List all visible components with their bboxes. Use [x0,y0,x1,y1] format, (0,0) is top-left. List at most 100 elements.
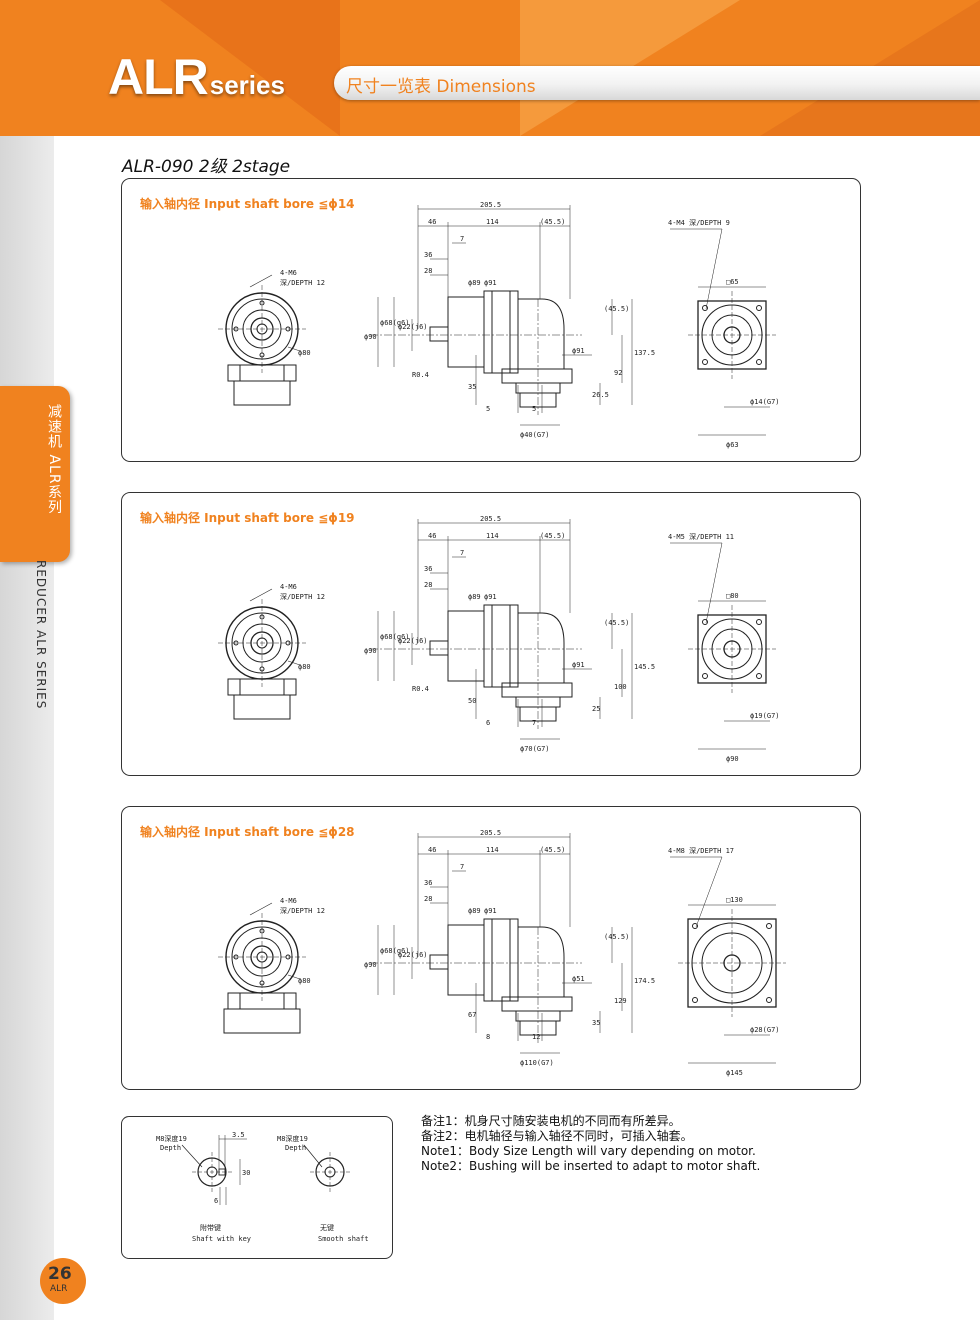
dim-v-92: 92 [614,369,622,377]
page-number-circle [40,1258,86,1304]
dim-low-4: 25 [592,705,600,713]
dim-28: 28 [424,267,432,275]
drawing-panel-19: 输入轴内径 Input shaft bore ≦ϕ19 [121,492,861,776]
series-logo: ALRseries [108,52,285,102]
dim-v-45-5: (45.5) [604,619,629,627]
dim-total-length: 205.5 [480,201,501,209]
banner-title: 尺寸一览表 Dimensions [346,77,536,97]
front-callout: 4-M6 [280,897,297,905]
notes: 备注1：机身尺寸随安装电机的不同而有所差异。 备注2：电机轴径与输入轴径不同时，… [421,1114,760,1174]
dimension-lines [377,833,633,1054]
note-line: 备注2：电机轴径与输入轴径不同时，可插入轴套。 [421,1129,693,1143]
dim-7: 7 [460,549,464,557]
dim-low-3: 12 [532,1033,540,1041]
gearbox-drawing: 4-M6 深/DEPTH 12 ϕ80 205.5 46 114 (45.5) … [218,515,780,763]
shaft-options-box: M8深度19 Depth 3.5 30 6 附带键 Shaft with key… [121,1116,393,1259]
dim-v-height: 137.5 [634,349,655,357]
dim-45-5: (45.5) [540,218,565,226]
key-dim-depth: 6 [214,1197,218,1205]
end-view [670,228,776,436]
dim-90: ϕ90 [364,961,377,969]
dim-low-4: 35 [592,1019,600,1027]
dim-total-length: 205.5 [480,829,501,837]
dim-radius: R0.4 [412,371,429,379]
side-view [370,290,582,415]
end-bore: ϕ14(G7) [750,398,780,406]
page-number-sub: ALR [50,1284,68,1294]
end-diameter: ϕ90 [726,755,739,763]
dim-89: ϕ89 [468,907,481,915]
front-view [218,274,306,406]
end-view [670,856,786,1064]
end-view [670,542,776,750]
key-shaft-en: Shaft with key [192,1235,251,1243]
dim-114: 114 [486,846,499,854]
dim-output-diameter: ϕ91 [572,347,585,355]
dim-output-diameter: ϕ91 [572,661,585,669]
dim-28: 28 [424,581,432,589]
dim-bottom-bore: ϕ40(G7) [520,431,550,439]
dim-68: ϕ68(g6) [380,319,410,327]
front-view [218,588,306,720]
front-callout-depth: 深/DEPTH 12 [280,592,325,601]
dim-bottom-bore: ϕ110(G7) [520,1059,554,1067]
logo-sub: series [209,70,285,100]
dim-46: 46 [428,846,436,854]
end-square: □80 [726,592,739,600]
dim-radius: R0.4 [412,685,429,693]
dim-22: ϕ22(j6) [398,637,428,645]
dim-total-length: 205.5 [480,515,501,523]
front-view [218,902,306,1034]
dim-v-92: 129 [614,997,627,1005]
key-dim-height: 30 [242,1169,250,1177]
drawing-panel-28: 输入轴内径 Input shaft bore ≦ϕ28 [121,806,861,1090]
logo-main: ALR [108,49,209,105]
dim-low-4: 26.5 [592,391,609,399]
end-square: □130 [726,896,743,904]
note-line: 备注1：机身尺寸随安装电机的不同而有所差异。 [421,1114,681,1128]
dim-v-45-5: (45.5) [604,305,629,313]
dim-91: ϕ91 [484,593,497,601]
panel-label: 输入轴内径 Input shaft bore ≦ϕ14 [140,197,355,211]
front-diameter: ϕ80 [298,349,311,357]
dim-v-92: 100 [614,683,627,691]
dim-36: 36 [424,879,432,887]
dim-output-diameter: ϕ51 [572,975,585,983]
end-callout: 4-M5 深/DEPTH 11 [668,532,734,541]
gearbox-drawing: 4-M6 深/DEPTH 12 ϕ80 205.5 46 114 (45.5) … [218,829,786,1077]
sidebar-edge [0,136,54,1320]
dim-low-1: 67 [468,1011,476,1019]
dim-low-2: 6 [486,719,490,727]
dim-v-height: 174.5 [634,977,655,985]
panel-label: 输入轴内径 Input shaft bore ≦ϕ28 [140,825,355,839]
dim-68: ϕ68(g6) [380,633,410,641]
key-shaft-cn: 附带键 [200,1223,221,1232]
dim-46: 46 [428,532,436,540]
dim-45-5: (45.5) [540,532,565,540]
panel-label: 输入轴内径 Input shaft bore ≦ϕ19 [140,511,355,525]
model-title: ALR-090 2级 2stage [122,157,291,177]
front-callout-depth: 深/DEPTH 12 [280,906,325,915]
dim-low-3: 5 [532,405,536,413]
smooth-shaft-en: Smooth shaft [318,1235,369,1243]
key-shaft-title: M8深度19 [156,1134,187,1143]
end-diameter: ϕ63 [726,441,739,449]
dim-low-2: 5 [486,405,490,413]
dim-45-5: (45.5) [540,846,565,854]
dim-low-1: 35 [468,383,476,391]
sidebar-tab-text: 减速机 ALR系列 [46,404,62,515]
page-header: ALRseries 尺寸一览表 Dimensions [0,0,980,136]
front-diameter: ϕ80 [298,977,311,985]
smooth-shaft-title: M8深度19 [277,1134,308,1143]
key-shaft-depth: Depth [160,1144,181,1152]
dim-v-height: 145.5 [634,663,655,671]
smooth-shaft-depth: Depth [285,1144,306,1152]
header-decoration [160,0,340,136]
dimension-lines [377,205,633,426]
dim-90: ϕ90 [364,647,377,655]
smooth-shaft-cn: 无键 [320,1223,334,1232]
dim-low-3: 7 [532,719,536,727]
dim-7: 7 [460,235,464,243]
dim-7: 7 [460,863,464,871]
note-line: Note1：Body Size Length will vary dependi… [421,1144,756,1158]
